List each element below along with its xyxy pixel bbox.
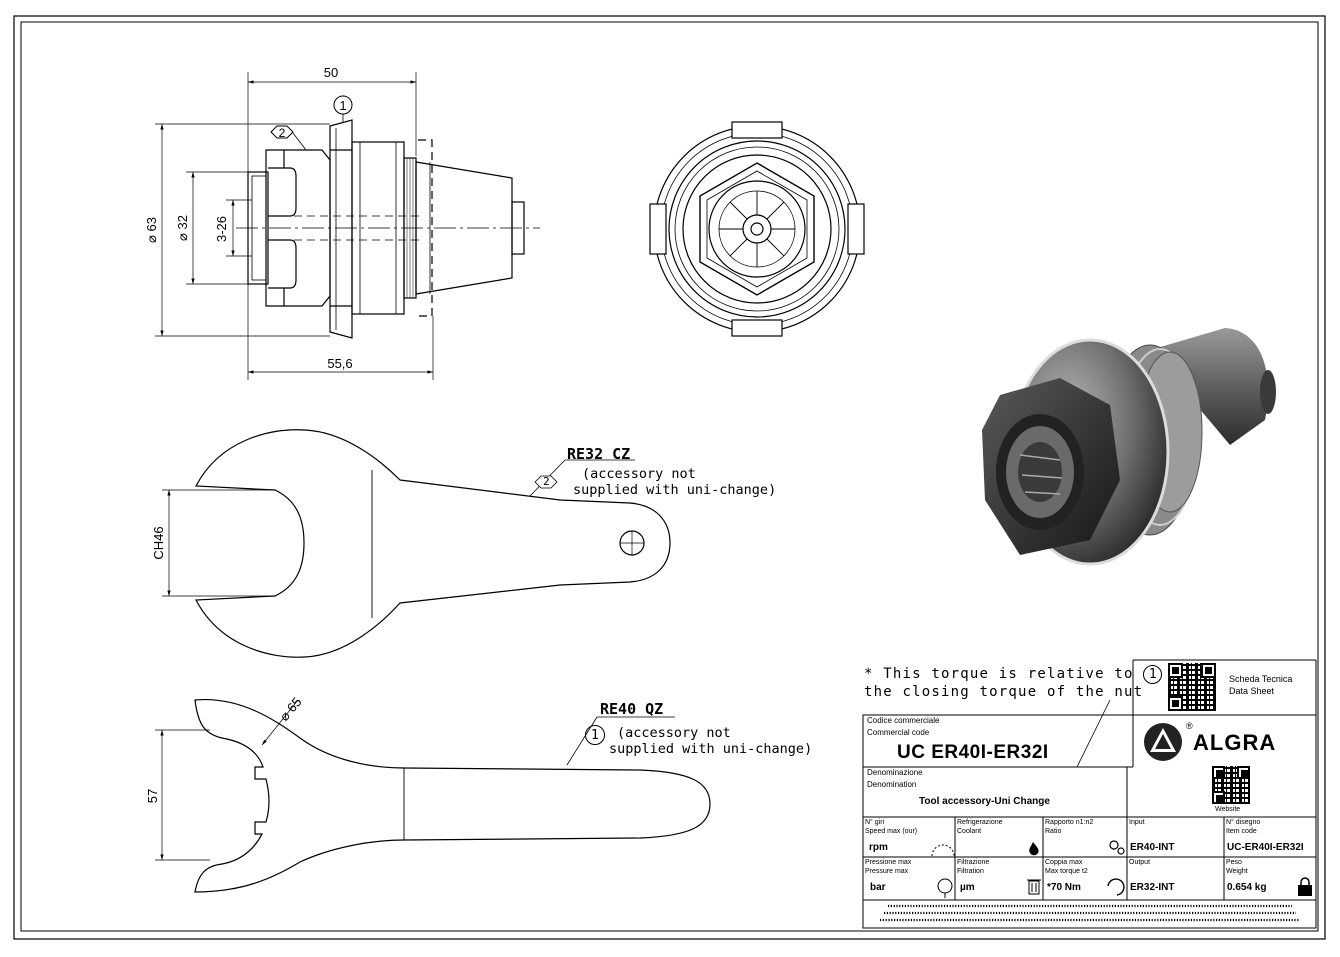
wrench-re40 [194,698,711,893]
weight-label-en: Weight [1226,868,1248,875]
item-label-en: Item code [1226,828,1257,835]
torque-label-it: Coppia max [1045,859,1083,866]
gears-icon [1109,840,1125,855]
commercial-code: UC ER40I-ER32I [897,742,1049,763]
callout-re40-line2: supplied with uni-change) [609,741,813,757]
callout-re32-title: RE32 CZ [567,445,631,463]
torque-note-line1: * This torque is relative to 1 [864,665,1163,684]
title-block-grid [862,659,1317,929]
denomination-label-en: Denomination [867,780,917,789]
dim-wrench-d65: ⌀ 65 [276,694,304,723]
speed-label-it: N° giri [865,819,885,826]
torque-icon [1107,878,1125,896]
fine-print [880,904,1300,922]
dim-outer-diameter: ⌀ 63 [144,217,159,243]
side-view [236,119,540,339]
item-label-it: N° disegno [1226,819,1261,826]
algra-logo-icon [1144,723,1182,761]
ratio-label-it: Rapporto n1:n2 [1045,819,1094,826]
dim-nut-diameter: ⌀ 32 [175,215,190,241]
denomination-value: Tool accessory-Uni Change [919,796,1050,807]
speed-gauge-icon [931,844,955,857]
ratio-label-en: Ratio [1045,828,1062,835]
filtration-label-en: Filtration [957,868,984,875]
filtration-label-it: Filtrazione [957,859,990,866]
torque-note-balloon: 1 [1143,665,1163,684]
weight-label-it: Peso [1226,859,1242,866]
callout-re40-title: RE40 QZ [600,700,664,718]
callout-re40-balloon-number: 1 [590,727,600,743]
output-value: ER32-INT [1130,882,1175,893]
speed-value: rpm [869,842,888,853]
input-value: ER40-INT [1130,842,1175,853]
callout-re32-line2: supplied with uni-change) [573,482,777,498]
side-view-dimensions [155,72,434,380]
svg-text:2: 2 [279,126,286,140]
denomination-label-it: Denominazione [867,768,923,777]
website-qr-icon[interactable] [1212,766,1250,804]
input-label: Input [1129,819,1145,826]
lock-weight-icon [1298,877,1312,896]
dim-wrench-ch46: CH46 [151,526,166,559]
pressure-gauge-icon [937,878,953,898]
pressure-value: bar [870,882,886,893]
filter-bin-icon [1027,879,1041,895]
coolant-label-it: Refrigerazione [957,819,1003,826]
balloon-2: 2 [270,125,307,151]
sheet-border [13,15,1326,940]
callout-re32-line1: (accessory not [582,466,696,482]
code-label-it: Codice commerciale [867,716,940,725]
website-label: Website [1215,806,1241,813]
balloon-1: 1 [333,95,353,122]
pressure-label-en: Pressure max [865,868,909,875]
front-view [649,121,865,337]
output-label: Output [1129,859,1151,866]
datasheet-qr-icon[interactable] [1168,663,1216,711]
dim-wrench-57: 57 [145,789,160,803]
wrench-re40-dimensions [155,699,299,861]
brand-name: ALGRA [1193,730,1277,755]
code-label-en: Commercial code [867,728,930,737]
coolant-label-en: Coolant [957,828,982,835]
speed-label-en: Speed max (our) [865,828,918,835]
brand-registered-mark: ® [1186,721,1193,731]
dim-total-length: 50 [324,65,338,80]
item-code-value: UC-ER40I-ER32I [1227,842,1304,853]
datasheet-label-en: Data Sheet [1229,686,1275,696]
callout-re40-line1: (accessory not [617,725,731,741]
torque-value: *70 Nm [1047,882,1081,893]
weight-value: 0.654 kg [1227,882,1267,893]
coolant-drops-icon [1029,842,1039,856]
callout-re40: RE40 QZ [600,701,663,718]
torque-note-text: * This torque is relative to [864,666,1134,682]
callout-re32-balloon: 2 [543,475,550,488]
dim-body-length: 55,6 [327,356,352,371]
filtration-value: µm [960,882,975,893]
svg-text:1: 1 [339,98,346,113]
callout-re32: RE32 CZ [567,446,630,463]
tool-3d-render [982,328,1276,566]
wrench-re32 [195,429,671,658]
pressure-label-it: Pressione max [865,859,912,866]
callout-re40-balloon: 1 [585,725,605,745]
wrench-re32-leader [529,459,635,497]
dim-collet-range: 3-26 [214,216,229,242]
datasheet-label-it: Scheda Tecnica [1229,674,1293,684]
wrench-re32-dimension [162,489,276,597]
torque-note-line2: the closing torque of the nut [864,684,1144,700]
torque-label-en: Max torque t2 [1045,868,1088,875]
